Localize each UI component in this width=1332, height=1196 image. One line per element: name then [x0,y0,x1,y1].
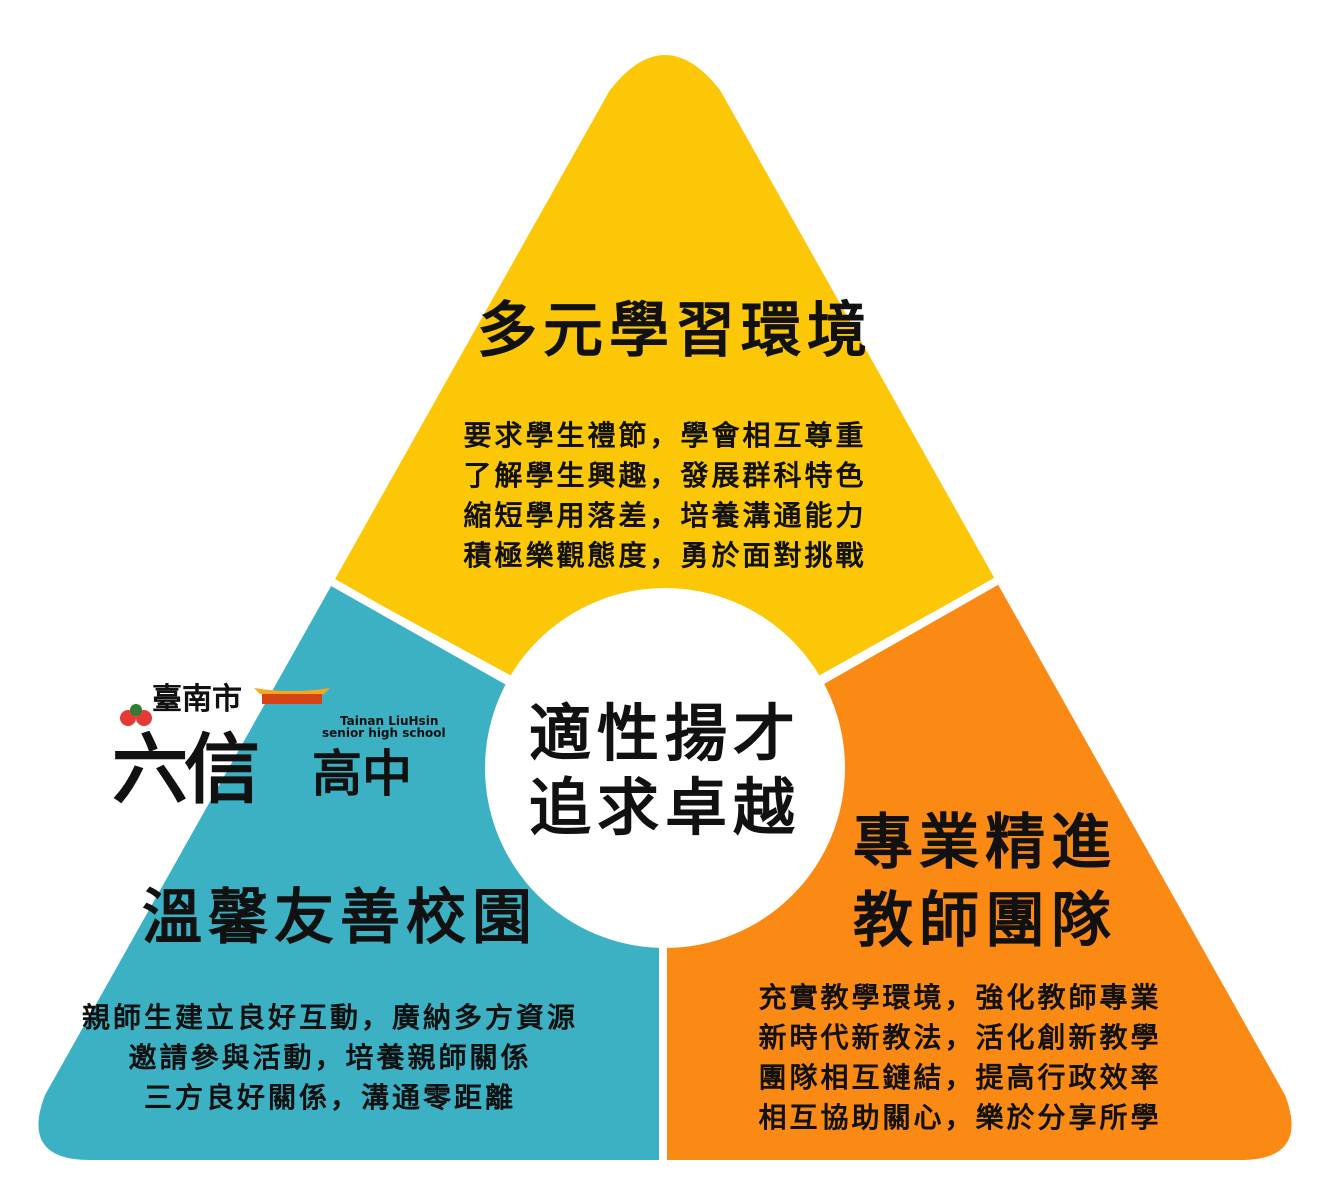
top-line: 縮短學用落差，培養溝通能力 [463,499,867,532]
logo-city: 臺南市 [152,682,242,717]
top-line: 了解學生興趣，發展群科特色 [463,459,867,492]
right-title-1: 專業精進 [853,808,1117,878]
right-line: 團隊相互鏈結，提高行政效率 [758,1061,1162,1094]
center-line-2: 追求卓越 [528,771,801,844]
left-line: 邀請參與活動，培養親師關係 [128,1041,532,1074]
center-line-1: 適性揚才 [528,697,801,770]
school-logo: 臺南市 六信 高中 Tainan LiuHsin senior high sch… [112,672,446,814]
school-emblem-icon [120,704,152,726]
center-circle [485,588,845,948]
top-line: 要求學生禮節，學會相互尊重 [463,419,867,452]
right-line: 新時代新教法，活化創新教學 [758,1021,1162,1054]
right-title-2: 教師團隊 [853,886,1117,956]
right-line: 相互協助關心，樂於分享所學 [758,1101,1162,1134]
logo-english-2: senior high school [322,726,446,740]
logo-name-small: 高中 [312,745,412,803]
logo-english-1: Tainan LiuHsin [340,714,439,728]
left-title: 溫馨友善校園 [142,883,538,953]
left-line: 三方良好關係，溝通零距離 [143,1081,516,1114]
right-line: 充實教學環境，強化教師專業 [758,981,1162,1014]
logo-name-big: 六信 [112,725,260,814]
top-title: 多元學習環境 [477,296,873,366]
temple-roof-icon [254,688,330,704]
left-line: 親師生建立良好互動，廣納多方資源 [81,1001,578,1034]
top-line: 積極樂觀態度，勇於面對挑戰 [463,539,867,572]
